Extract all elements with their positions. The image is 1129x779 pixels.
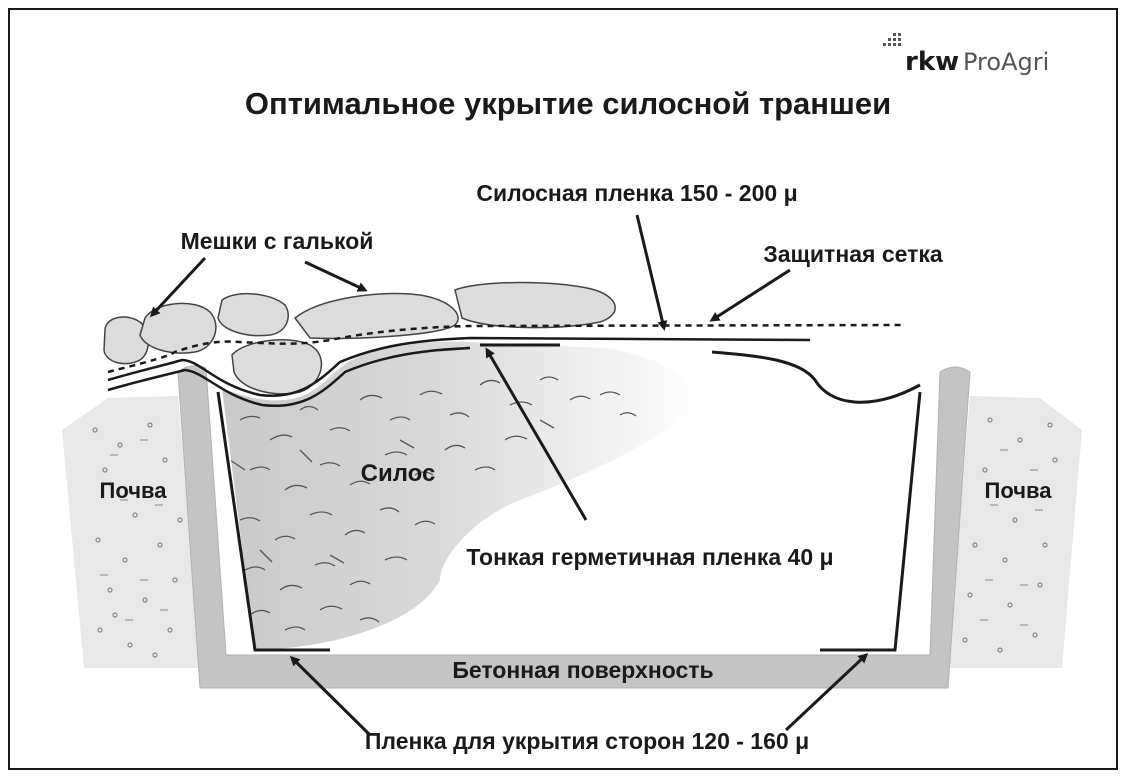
side-film xyxy=(216,391,922,652)
protective-net xyxy=(107,323,906,374)
pointer-arrows xyxy=(149,214,869,737)
protective-net-label: Защитная сетка xyxy=(763,241,943,267)
thin-film xyxy=(480,343,921,404)
gravel-bags xyxy=(103,281,616,395)
logo-dots-icon xyxy=(883,33,901,46)
logo-brand: rkw xyxy=(905,47,959,77)
silo-film xyxy=(107,336,811,408)
soil-left-label: Почва xyxy=(100,478,168,503)
soil-left xyxy=(62,396,200,668)
arrow-net xyxy=(709,268,791,322)
arrow-silo-film xyxy=(635,214,668,331)
soil-right-label: Почва xyxy=(985,478,1053,503)
silage xyxy=(222,341,700,650)
silo-film-label: Силосная пленка 150 - 200 μ xyxy=(476,180,797,206)
soil-right xyxy=(948,396,1082,668)
gravel-bags-label: Мешки с галькой xyxy=(181,228,374,254)
arrow-thin-film xyxy=(485,347,588,521)
diagram-title: Оптимальное укрытие силосной траншеи xyxy=(245,86,891,121)
concrete-bunker xyxy=(177,365,971,689)
logo: rkw ProAgri xyxy=(883,33,1049,77)
arrow-side-film-left xyxy=(289,655,372,737)
arrow-bags-right xyxy=(304,260,368,292)
side-film-label: Пленка для укрытия сторон 120 - 160 μ xyxy=(365,728,809,754)
thin-film-label: Тонкая герметичная пленка 40 μ xyxy=(466,544,833,570)
logo-product: ProAgri xyxy=(963,48,1049,76)
concrete-label: Бетонная поверхность xyxy=(452,657,713,683)
silage-label: Силос xyxy=(361,460,436,487)
arrow-bags-left xyxy=(149,256,207,318)
arrow-side-film-right xyxy=(784,652,869,732)
